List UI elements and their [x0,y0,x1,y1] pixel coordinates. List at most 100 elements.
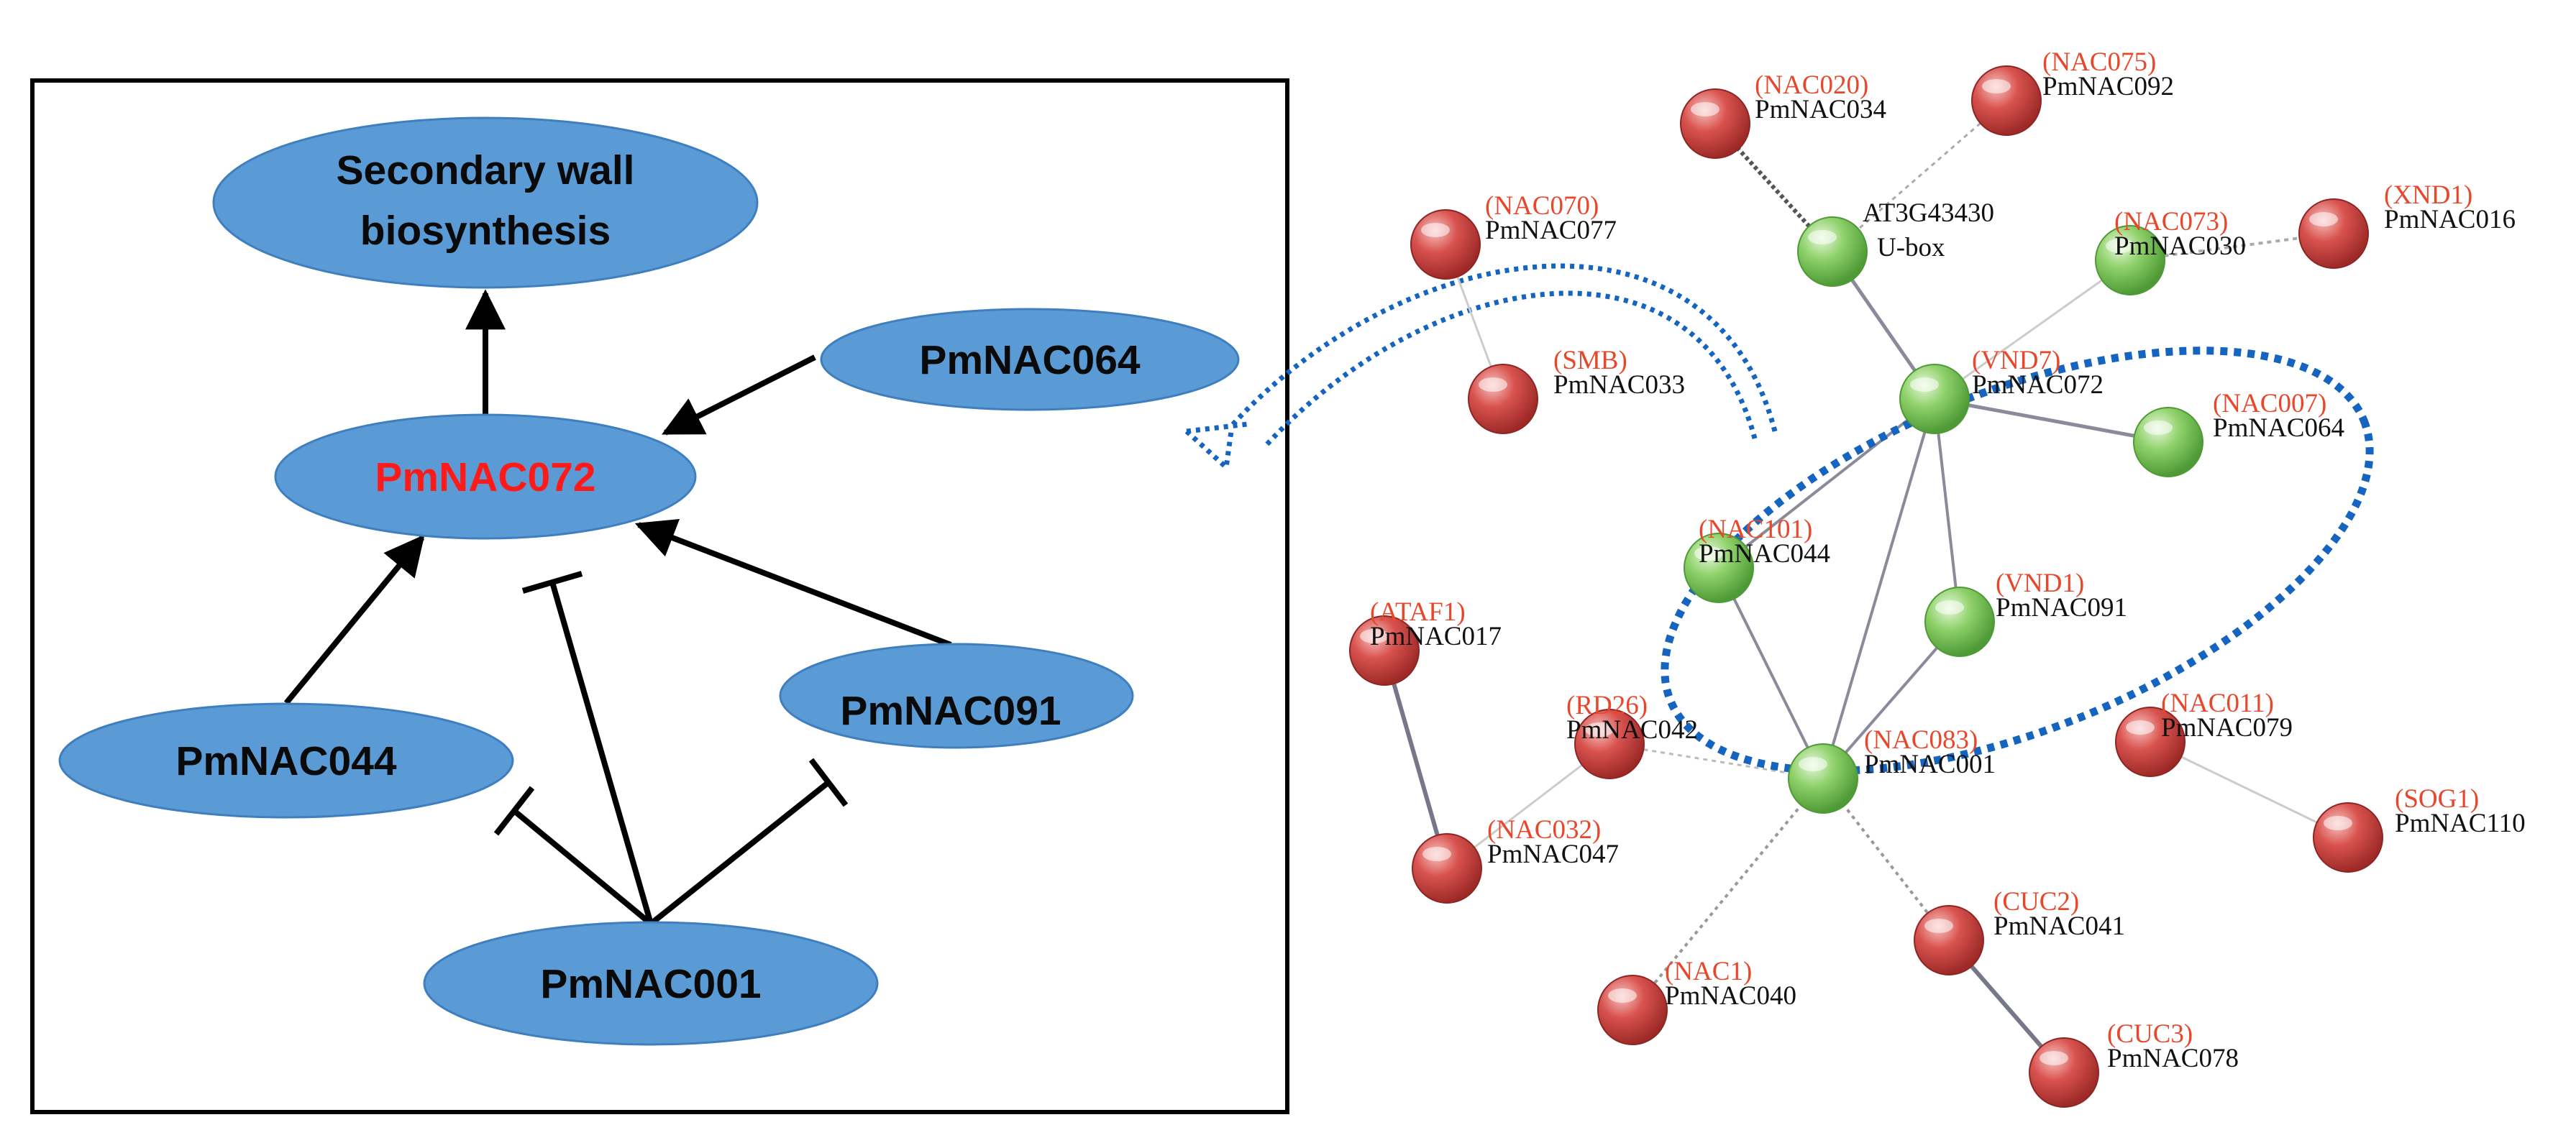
network-node-sphere [1914,905,1984,975]
network-node-label: PmNAC047 [1487,840,1619,869]
network-node-pmnac091: (VND1)PmNAC091 [1924,569,2127,657]
network-node-pmnac079: (NAC011)PmNAC079 [2115,689,2293,777]
network-node-alias: (VND1) [1996,569,2084,598]
network-node-label: PmNAC077 [1485,216,1617,245]
network-node-highlight [1479,377,1507,392]
network-node-alias: (NAC073) [2114,207,2228,237]
inhibit-001-to-072 [549,581,654,925]
inhibit-001-to-091-bar [808,758,849,807]
network-node-sphere [1788,743,1858,814]
network-edge-pmnac017-pmnac047 [1382,650,1449,869]
network-node-highlight [1608,988,1637,1003]
svg-text:PmNAC001: PmNAC001 [540,961,761,1007]
network-node-alias: (RD26) [1566,691,1648,720]
network-node-alias: (NAC101) [1699,515,1812,544]
network-node-highlight [1691,102,1719,116]
network-node-pmnac001: (NAC083)PmNAC001 [1788,725,1996,814]
network-node-alias: (NAC020) [1755,70,1868,100]
network-node-highlight [1924,919,1953,933]
network-node-label: PmNAC017 [1370,622,1502,651]
network-node-label: PmNAC030 [2114,231,2246,261]
network-node-sphere [2133,407,2203,477]
network-node-highlight [1422,847,1451,861]
inhibit-001-to-072-bar [521,571,583,594]
pathway-node-pmnac072: PmNAC072 [274,413,697,540]
network-node-highlight [1982,79,2011,93]
network-node-alias: (NAC075) [2042,47,2156,77]
network-node-pmnac077: (NAC070)PmNAC077 [1410,191,1617,280]
edge-091-to-072 [634,518,952,648]
network-node-pmnac044: (NAC101)PmNAC044 [1684,515,1830,603]
network-node-alias: (NAC032) [1487,815,1601,845]
edge-044-to-072 [283,534,425,705]
network-node-label: PmNAC079 [2161,713,2293,743]
network-node-highlight [1585,722,1614,737]
network-node-alias: (NAC1) [1665,957,1752,986]
network-node-highlight [1360,629,1389,643]
svg-text:PmNAC064: PmNAC064 [919,337,1141,383]
network-node-alias: (XND1) [2384,180,2472,210]
network-edge-pmnac072-pmnac001 [1822,398,1936,779]
network-node-highlight [1694,546,1723,561]
network-node-highlight [2309,212,2338,226]
svg-text:PmNAC091: PmNAC091 [840,688,1061,734]
network-node-alias: (ATAF1) [1370,597,1466,627]
network-node-highlight [2324,816,2352,830]
network-node-sphere [2029,1037,2099,1108]
network-node-pmnac040: (NAC1)PmNAC040 [1597,957,1796,1045]
network-node-label: PmNAC072 [1972,370,2104,400]
network-node-alias: (CUC2) [1993,887,2079,917]
network-node-highlight [2144,421,2173,435]
network-node-label: PmNAC040 [1665,981,1796,1011]
network-node-label: AT3G43430 [1863,198,1994,228]
network-node-label: PmNAC092 [2042,72,2174,101]
network-edge-pmnac044-pmnac001 [1717,567,1824,779]
pathway-node-pmnac001: PmNAC001 [423,921,879,1046]
network-node-label: PmNAC001 [1864,750,1996,779]
network-node-label: PmNAC034 [1755,95,1886,124]
network-node-alias: (CUC3) [2107,1019,2193,1049]
network-node-pmnac064: (NAC007)PmNAC064 [2133,389,2344,477]
network-node-label: PmNAC041 [1993,911,2125,941]
network-node-alias: (NAC007) [2213,389,2326,418]
network-node-label: PmNAC064 [2213,413,2344,443]
network-node-sphere [1680,88,1750,159]
network-edge-pmnac079-pmnac110 [2150,740,2349,839]
network-node-alias: (NAC083) [1864,725,1978,755]
network-panel: (NAC020)PmNAC034 (NAC075)PmNAC092AT3G4343… [1349,47,2526,1108]
network-node-highlight [2126,720,2155,735]
network-node-highlight [2040,1051,2068,1065]
edge-064-to-072 [662,354,816,436]
network-edge-pmnac042-pmnac001 [1609,743,1824,780]
inhibit-001-to-044 [512,808,653,927]
network-node-label: PmNAC091 [1996,593,2127,623]
network-node-pmnac078: (CUC3)PmNAC078 [2029,1019,2239,1108]
network-nodes: (NAC020)PmNAC034 (NAC075)PmNAC092AT3G4343… [1349,47,2526,1108]
network-node-sphere [1924,587,1995,657]
network-node-label: PmNAC042 [1566,715,1698,745]
network-node-label: PmNAC016 [2384,205,2516,234]
network-node-highlight [1910,377,1939,392]
network-node-alias: (VND7) [1972,346,2060,375]
pathway-edges [283,289,952,927]
network-node-highlight [1799,757,1827,771]
link-arrow [1184,263,1778,473]
network-edge-pmnac030-pmnac072 [1934,259,2131,400]
network-node-alias: (NAC011) [2161,689,2274,718]
network-node-sublabel: U-box [1877,233,1945,262]
network-node-highlight [1808,230,1837,244]
network-node-sphere [1899,364,1970,434]
network-node-pmnac016: (XND1)PmNAC016 [2298,180,2516,269]
network-node-alias: (SMB) [1553,346,1627,375]
network-node-pmnac042: (RD26)PmNAC042 [1566,691,1698,779]
network-node-pmnac041: (CUC2)PmNAC041 [1914,887,2125,975]
network-node-label: PmNAC033 [1553,370,1685,400]
network-node-sphere [1468,364,1538,434]
network-node-sphere [1412,833,1482,904]
network-node-pmnac047: (NAC032)PmNAC047 [1412,815,1619,904]
network-node-pmnac030: (NAC073)PmNAC030 [2095,207,2246,295]
pathway-node-pmnac064: PmNAC064 [820,308,1240,411]
pathway-node-secondary-wall: Secondary wall biosynthesis [212,116,759,289]
network-node-sphere [2313,802,2383,873]
